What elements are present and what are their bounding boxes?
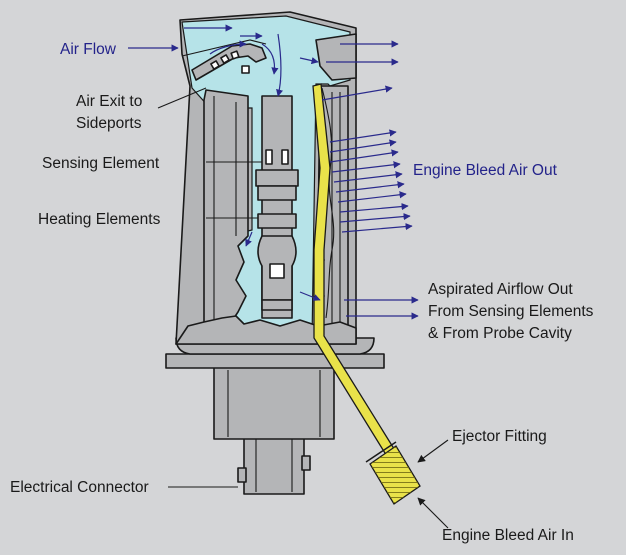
label-air-exit-line1: Air Exit to [76, 93, 142, 110]
label-aspirated-line2: From Sensing Elements [428, 303, 594, 320]
aspirated-out-arrows [344, 296, 419, 320]
internal-flow-arrows [184, 24, 321, 301]
label-electrical-connector: Electrical Connector [10, 479, 149, 496]
label-air-exit-line2: Sideports [76, 115, 142, 132]
label-air-flow: Air Flow [60, 41, 117, 58]
label-sensing-element: Sensing Element [42, 155, 160, 172]
label-engine-bleed-in: Engine Bleed Air In [442, 527, 574, 544]
label-heating-elements: Heating Elements [38, 211, 161, 228]
bleed-out-arrows [321, 85, 413, 233]
electrical-connector [237, 435, 311, 495]
label-ejector-fitting: Ejector Fitting [452, 428, 547, 445]
label-aspirated-line3: & From Probe Cavity [428, 325, 572, 342]
bleed-passage-edge [321, 87, 335, 319]
label-aspirated-line1: Aspirated Airflow Out [428, 281, 573, 298]
label-engine-bleed-out: Engine Bleed Air Out [413, 162, 558, 179]
leader-lines [157, 87, 449, 529]
top-exit-arrows [299, 40, 399, 66]
ejector-fitting [365, 441, 421, 505]
heating-elements [257, 213, 297, 311]
